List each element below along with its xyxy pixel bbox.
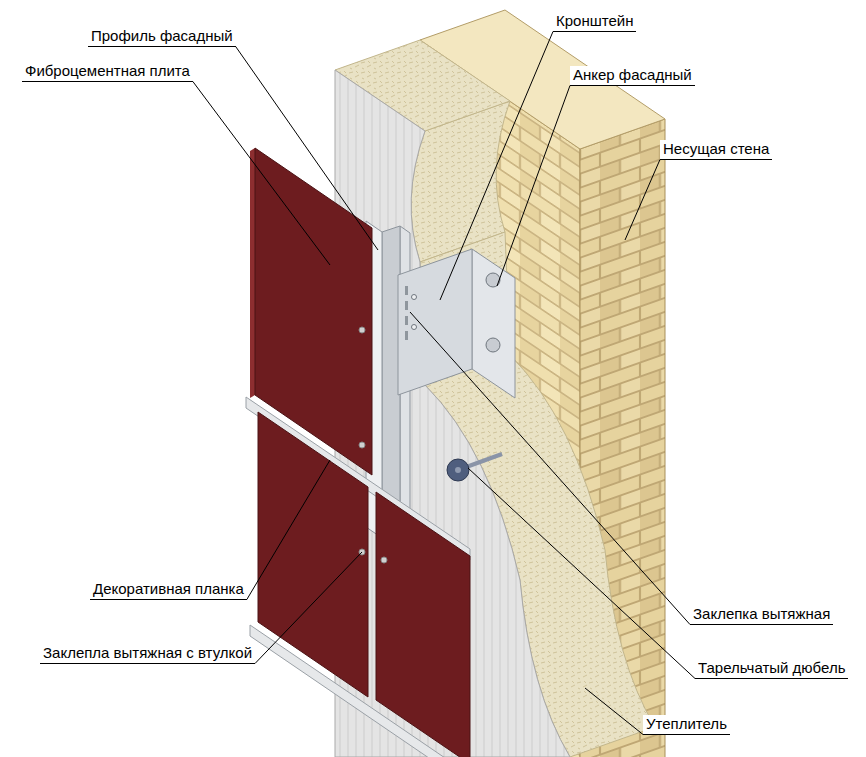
leader-line [497, 86, 570, 287]
leader-line [625, 160, 660, 241]
bracket-slot [405, 331, 408, 340]
rivet [359, 442, 365, 448]
panel-lower-left [258, 412, 368, 697]
rivet [381, 557, 387, 563]
callout-label: Декоративная планка [90, 580, 247, 600]
panel-edge [250, 148, 255, 398]
bracket-arm [398, 249, 472, 395]
bracket-slot [405, 301, 408, 310]
bracket-wall-plate [472, 249, 515, 398]
dowel-center [455, 467, 461, 473]
leader-line [410, 312, 690, 625]
callout-label: Кронштейн [553, 12, 636, 32]
leader-line [585, 688, 643, 735]
leader-line [255, 552, 362, 664]
decorative-strip [250, 625, 470, 757]
leader-line [468, 468, 695, 679]
bracket-slot [405, 286, 408, 295]
leader-line [440, 32, 553, 301]
leader-line [247, 460, 330, 600]
leader-line [236, 47, 378, 251]
bracket-arm-plate [398, 249, 472, 395]
callout-label: Заклепла вытяжная с втулкой [40, 644, 255, 664]
fibre-cement-panels [246, 148, 470, 757]
anchor-head [486, 338, 500, 352]
wall-plate [472, 249, 515, 398]
callout-label: Фиброцементная плита [22, 62, 193, 82]
bracket-slot [405, 316, 408, 325]
leader-line [193, 82, 330, 266]
dowel-head [447, 459, 469, 481]
rivet [412, 325, 417, 330]
plate-dowel [447, 454, 502, 481]
rivet [359, 327, 365, 333]
callout-label: Профиль фасадный [88, 27, 236, 47]
callout-label: Анкер фасадный [570, 66, 695, 86]
panel-lower-right [376, 492, 470, 757]
callout-label: Утеплитель [643, 715, 730, 735]
callout-label: Заклепка вытяжная [690, 605, 833, 625]
rivet [412, 295, 417, 300]
callout-label: Несущая стена [660, 140, 772, 160]
callout-label: Тарельчатый дюбель [695, 659, 848, 679]
